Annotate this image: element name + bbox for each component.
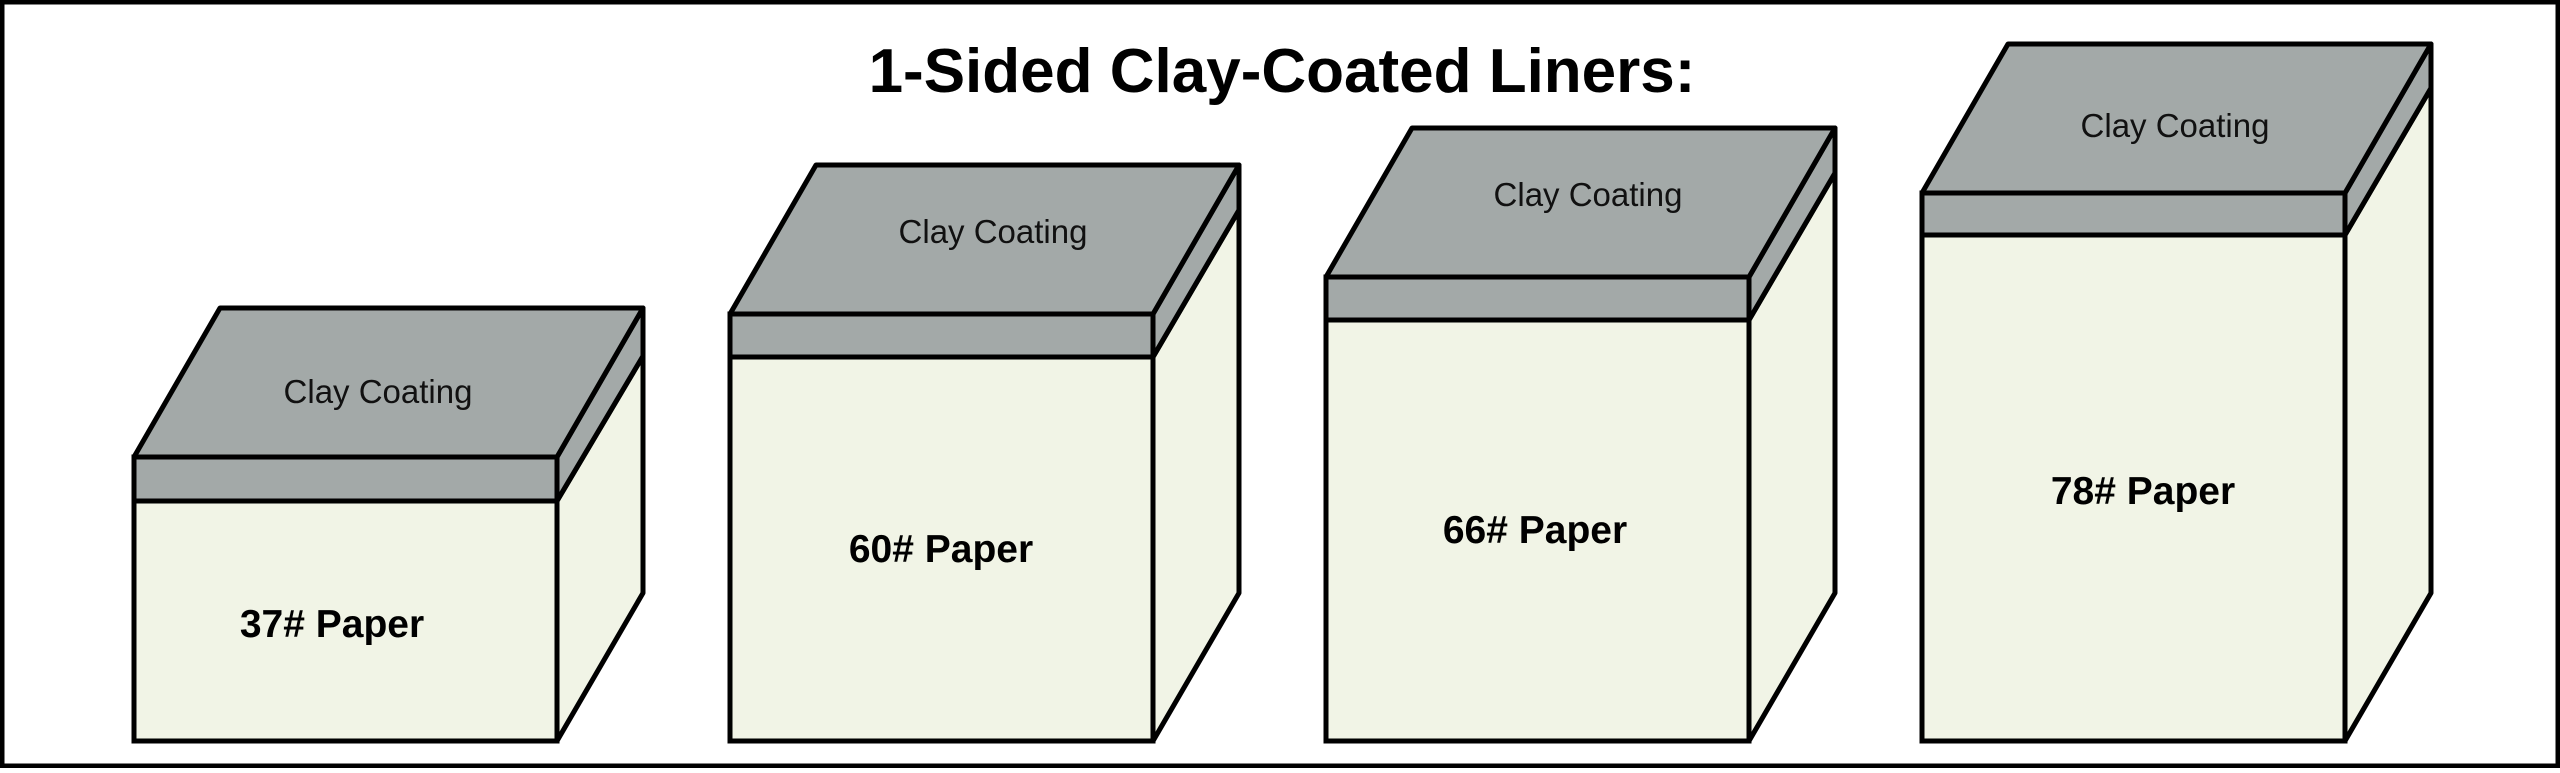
coating-top-face [1323,125,1838,280]
liner-block-66: Clay Coating 66# Paper [1323,125,1838,744]
clay-coating-label: Clay Coating [284,373,473,410]
paper-weight-label: 66# Paper [1443,509,1627,552]
paper-weight-label: 37# Paper [240,603,424,646]
coating-top-face [131,305,646,460]
paper-weight-label: 60# Paper [849,528,1033,571]
coating-front-face [131,454,560,504]
coating-front-face [727,311,1156,360]
liner-block-37: Clay Coating 37# Paper [131,305,646,744]
liner-block-60: Clay Coating 60# Paper [727,162,1242,744]
liner-block-78: Clay Coating 78# Paper [1919,41,2434,744]
paper-weight-label: 78# Paper [2051,470,2235,513]
diagram-title: 1-Sided Clay-Coated Liners: [869,37,1696,106]
coating-top-face [727,162,1242,317]
coating-top-face [1919,41,2434,196]
paper-front-face [1919,232,2348,744]
clay-coating-label: Clay Coating [2081,107,2270,144]
clay-coating-label: Clay Coating [899,213,1088,250]
coating-front-face [1919,190,2348,238]
coating-front-face [1323,274,1752,323]
clay-coating-label: Clay Coating [1494,176,1683,213]
